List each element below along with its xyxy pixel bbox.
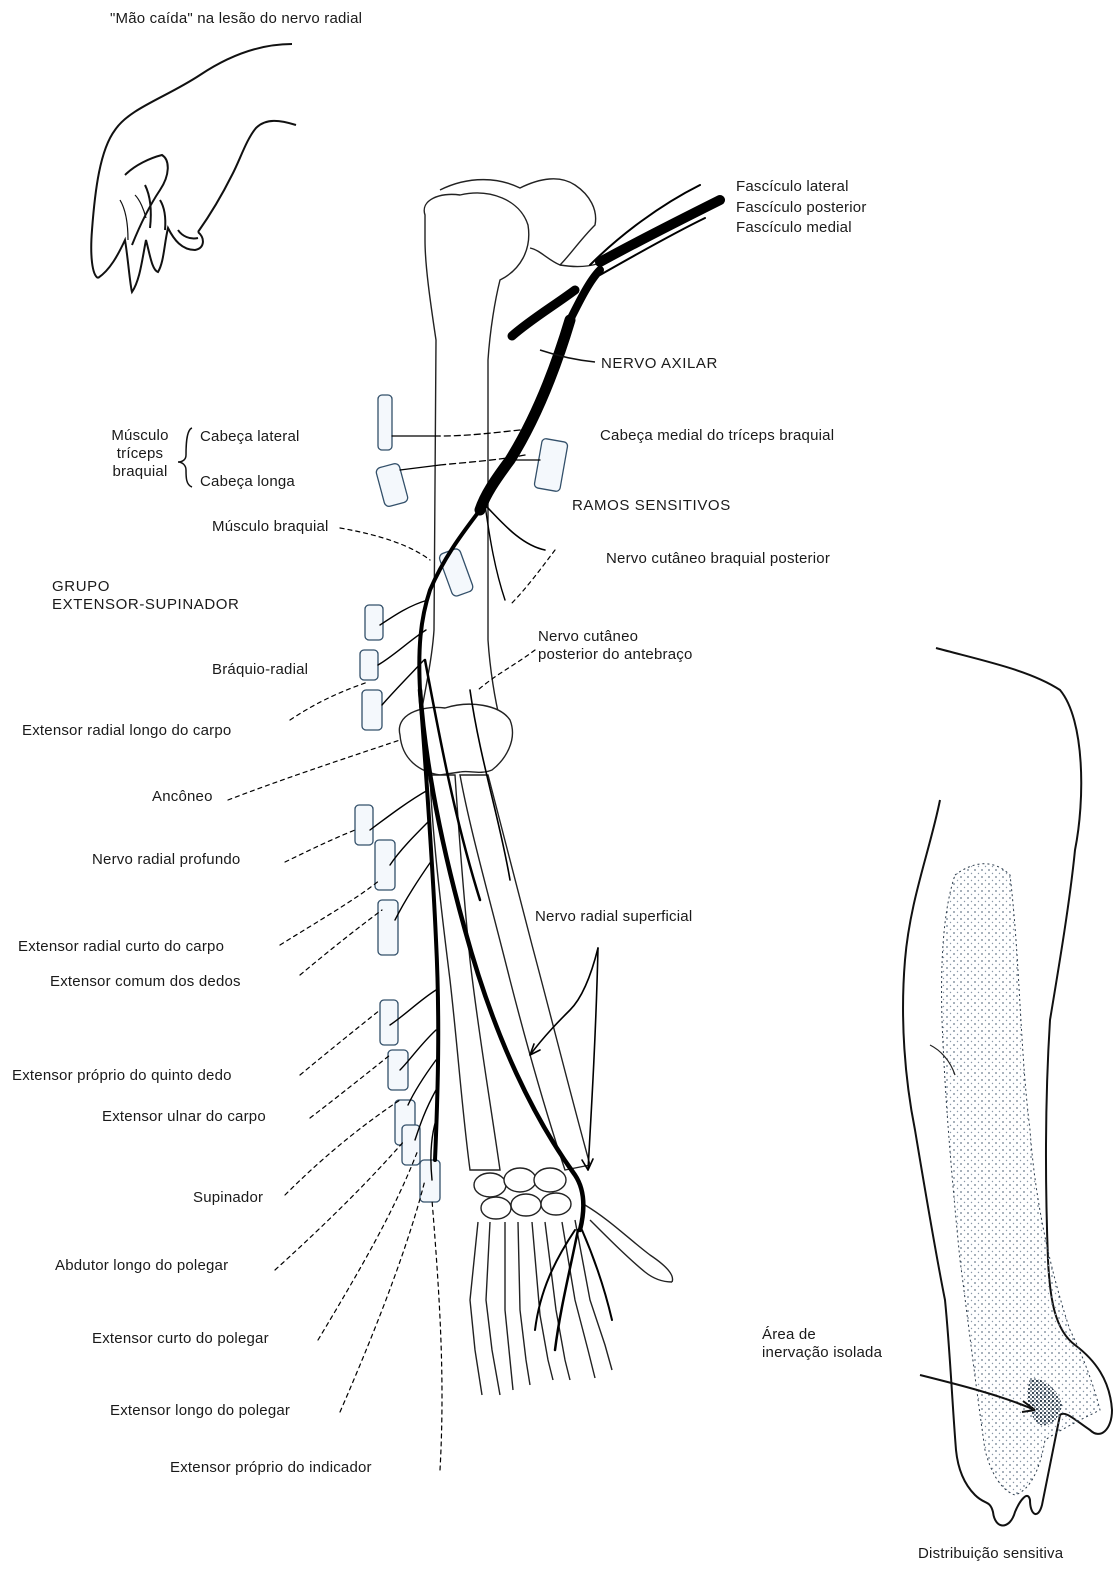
label-fasciculo-posterior: Fascículo posterior (736, 199, 867, 217)
sensory-distribution-arm (903, 648, 1112, 1526)
label-musculo-braquial: Músculo braquial (212, 518, 329, 536)
label-extensor-longo-polegar: Extensor longo do polegar (110, 1402, 290, 1420)
label-extensor-radial-longo: Extensor radial longo do carpo (22, 722, 231, 740)
label-nervo-cutaneo-posterior-antebraco: Nervo cutâneo posterior do antebraço (538, 628, 693, 664)
label-cabeca-longa: Cabeça longa (200, 473, 295, 491)
triceps-brace (178, 428, 192, 487)
label-extensor-ulnar-carpo: Extensor ulnar do carpo (102, 1108, 266, 1126)
label-nervo-radial-superficial: Nervo radial superficial (535, 908, 692, 926)
label-fasciculo-lateral: Fascículo lateral (736, 178, 849, 196)
label-ramos-sensitivos: RAMOS SENSITIVOS (572, 497, 731, 515)
label-extensor-proprio-indicador: Extensor próprio do indicador (170, 1459, 372, 1477)
label-extensor-proprio-quinto: Extensor próprio do quinto dedo (12, 1067, 232, 1085)
label-abdutor-longo-polegar: Abdutor longo do polegar (55, 1257, 228, 1275)
label-cabeca-medial: Cabeça medial do tríceps braquial (600, 427, 834, 445)
label-anconeo: Ancôneo (152, 788, 213, 806)
label-distribuicao-sensitiva: Distribuição sensitiva (918, 1545, 1063, 1563)
label-nervo-cutaneo-braquial-posterior: Nervo cutâneo braquial posterior (606, 550, 830, 568)
label-nervo-radial-profundo: Nervo radial profundo (92, 851, 240, 869)
drop-hand-title: "Mão caída" na lesão do nervo radial (110, 10, 362, 28)
label-supinador: Supinador (193, 1189, 263, 1207)
label-extensor-radial-curto: Extensor radial curto do carpo (18, 938, 224, 956)
label-cabeca-lateral: Cabeça lateral (200, 428, 300, 446)
label-area-inervacao-isolada: Área de inervação isolada (762, 1326, 882, 1362)
label-extensor-curto-polegar: Extensor curto do polegar (92, 1330, 269, 1348)
drop-hand-sketch (91, 44, 296, 292)
label-fasciculo-medial: Fascículo medial (736, 219, 852, 237)
label-musculo-triceps: Músculo tríceps braquial (100, 427, 180, 481)
label-grupo-extensor-supinador: GRUPO EXTENSOR-SUPINADOR (52, 578, 240, 614)
label-braquio-radial: Bráquio-radial (212, 661, 308, 679)
label-extensor-comum-dedos: Extensor comum dos dedos (50, 973, 241, 991)
axillary-leader (540, 350, 595, 362)
label-nervo-axilar: NERVO AXILAR (601, 355, 718, 373)
